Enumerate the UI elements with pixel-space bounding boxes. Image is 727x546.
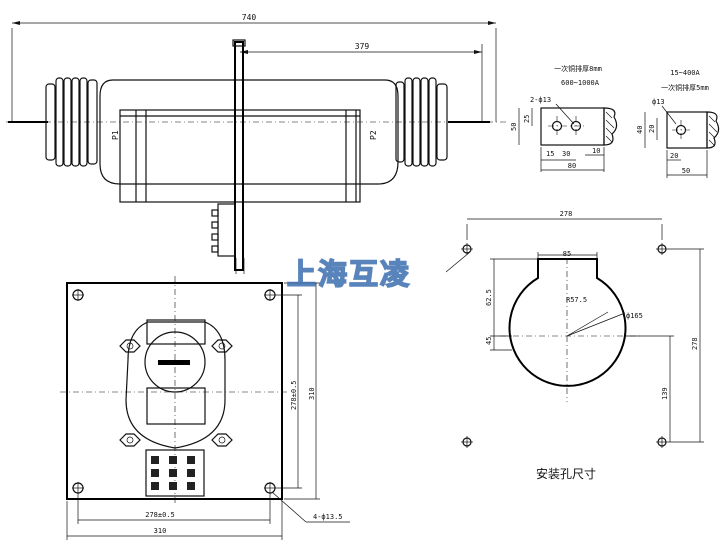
- dim-diameter: ф165: [626, 312, 643, 320]
- detail-b-dim-inner: 20: [648, 125, 656, 133]
- dim-hole-spacing-h: 278±0.5: [145, 511, 175, 519]
- detail-a-note-1: 一次铜排厚8mm: [554, 64, 602, 73]
- detail-b-dim-width: 50: [682, 167, 690, 175]
- mount-hole-tl: [72, 289, 84, 301]
- detail-a-dim-inner: 25: [523, 115, 531, 123]
- dim-hole-spacing-v: 278±0.5: [290, 380, 298, 410]
- mount-hole-br: [264, 482, 276, 494]
- dim-lower-right: 139: [661, 387, 669, 400]
- detail-a-note-2: 600~1000A: [561, 79, 600, 87]
- terminal-pins: [151, 456, 195, 490]
- side-view: 740 379: [6, 13, 506, 274]
- detail-a-dim-edge: 15: [546, 150, 554, 158]
- front-view: 278±0.5 310 278±0.5 310 4-ф13.5: [60, 276, 350, 540]
- dim-mount-height: 278: [691, 337, 699, 350]
- dim-outer-h: 310: [154, 527, 167, 535]
- watermark: 上海互凌: [287, 257, 411, 291]
- dim-top-width: 85: [563, 250, 571, 258]
- dim-radius: R57.5: [566, 296, 587, 304]
- detail-b-dim-height: 40: [636, 126, 644, 134]
- dim-outer-v: 310: [308, 387, 316, 400]
- label-p1: P1: [111, 130, 120, 140]
- detail-a-dim-width: 80: [568, 162, 576, 170]
- mount-hole-bl: [72, 482, 84, 494]
- left-bellows: [45, 77, 98, 167]
- busbar-detail-b: 15~400A 一次铜排厚5mm ф13 40 20 20 50: [636, 69, 720, 178]
- label-p2: P2: [369, 130, 378, 140]
- detail-b-hole: ф13: [652, 98, 665, 106]
- mounting-cutout: 278 85 R57.5 ф165 62.5 45 278: [445, 210, 704, 481]
- right-bellows: [395, 77, 448, 167]
- detail-a-dim-thickness: 10: [592, 147, 600, 155]
- detail-b-dim-edge: 20: [670, 152, 678, 160]
- detail-a-dim-height: 50: [510, 123, 518, 131]
- detail-b-note-2: 一次铜排厚5mm: [661, 83, 709, 92]
- busbar-detail-a: 一次铜排厚8mm 600~1000A 2-ф13 50 25 15 30 80 …: [510, 64, 618, 172]
- dim-top-height: 62.5: [485, 289, 493, 306]
- detail-a-hole: 2-ф13: [530, 96, 551, 104]
- detail-a-dim-spacing: 30: [562, 150, 570, 158]
- dim-mount-width: 278: [560, 210, 573, 218]
- dim-lower-left: 45: [485, 337, 493, 345]
- note-holes: 4-ф13.5: [313, 513, 343, 521]
- mount-hole-tr: [264, 289, 276, 301]
- detail-b-note-1: 15~400A: [670, 69, 700, 77]
- dim-overall-length: 740: [242, 13, 257, 22]
- dim-half-length: 379: [355, 42, 370, 51]
- mounting-caption: 安装孔尺寸: [536, 466, 596, 481]
